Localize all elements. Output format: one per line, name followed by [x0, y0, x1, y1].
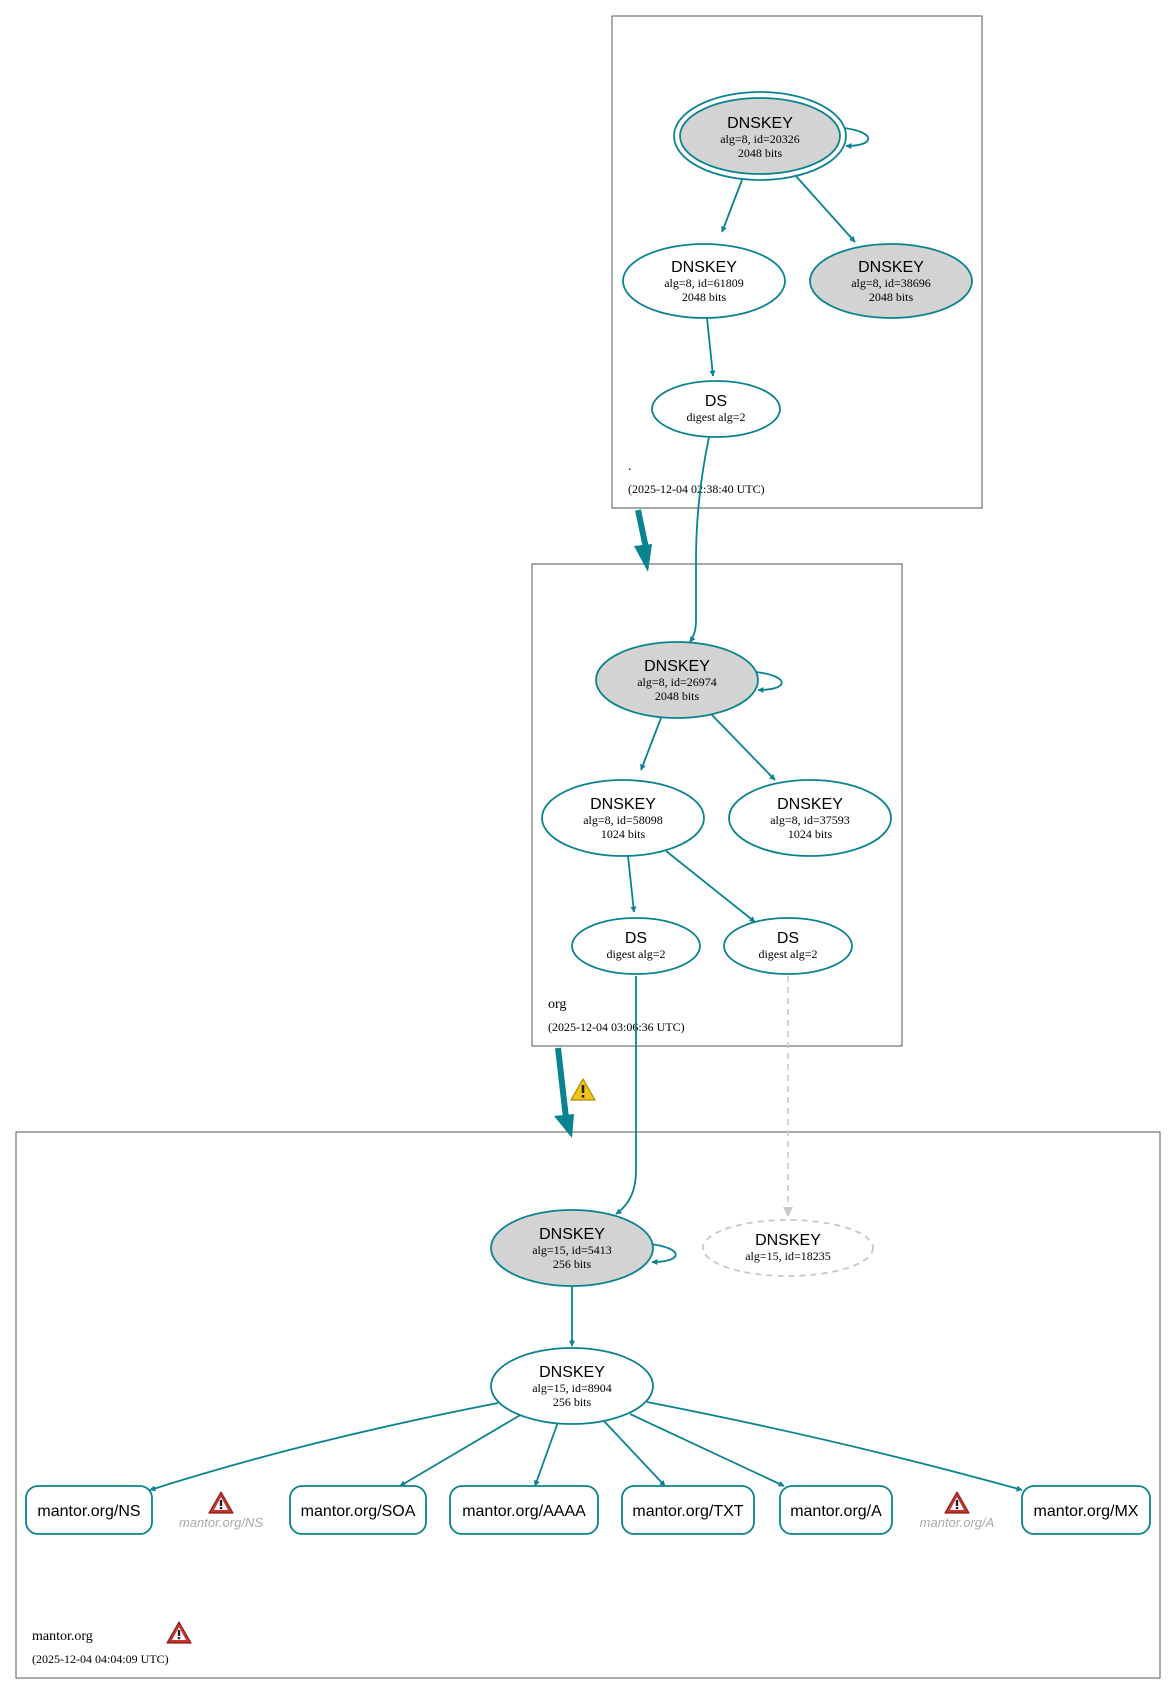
node-org-ksk-line2: 2048 bits — [655, 689, 700, 703]
node-mantor-ksk-title: DNSKEY — [539, 1226, 605, 1243]
record-mx-label: mantor.org/MX — [1034, 1503, 1139, 1520]
node-org-ds2[interactable]: DS digest alg=2 — [723, 917, 853, 975]
zone-root-timestamp: (2025-12-04 02:38:40 UTC) — [628, 482, 765, 496]
node-root-zsk1-title: DNSKEY — [671, 259, 737, 276]
node-root-zsk1[interactable]: DNSKEY alg=8, id=61809 2048 bits — [622, 243, 786, 319]
node-org-zsk1-line2: 1024 bits — [601, 827, 646, 841]
record-aaaa-label: mantor.org/AAAA — [462, 1503, 586, 1520]
node-root-zsk2-title: DNSKEY — [858, 259, 924, 276]
edge-zsk-aaaa — [534, 1421, 559, 1487]
node-root-zsk1-line1: alg=8, id=61809 — [664, 276, 744, 290]
node-mantor-ksk-line2: 256 bits — [553, 1257, 592, 1271]
record-ns[interactable]: mantor.org/NS — [25, 1485, 153, 1535]
record-soa[interactable]: mantor.org/SOA — [289, 1485, 427, 1535]
zone-mantor-timestamp: (2025-12-04 04:04:09 UTC) — [32, 1652, 169, 1666]
delegation-root-org — [634, 509, 652, 572]
edge-org-ds1-mantor-ksk — [615, 976, 637, 1215]
edge-org-ksk-zsk1 — [640, 717, 662, 771]
warning-yellow-icon[interactable] — [570, 1078, 596, 1101]
node-root-ds-title: DS — [705, 393, 727, 410]
node-mantor-ksk[interactable]: DNSKEY alg=15, id=5413 256 bits — [490, 1209, 654, 1287]
node-mantor-ksk-line1: alg=15, id=5413 — [532, 1243, 612, 1257]
record-mx[interactable]: mantor.org/MX — [1021, 1485, 1151, 1535]
node-root-zsk2[interactable]: DNSKEY alg=8, id=38696 2048 bits — [809, 243, 973, 319]
node-root-ksk[interactable]: DNSKEY alg=8, id=20326 2048 bits — [673, 91, 847, 181]
node-org-ksk[interactable]: DNSKEY alg=8, id=26974 2048 bits — [595, 641, 759, 719]
edge-zsk-mx — [646, 1401, 1023, 1492]
edge-root-ksk-zsk1 — [721, 179, 743, 233]
node-mantor-zsk-line2: 256 bits — [553, 1395, 592, 1409]
zone-mantor: mantor.org (2025-12-04 04:04:09 UTC) — [15, 1131, 1161, 1679]
node-root-ksk-line1: alg=8, id=20326 — [720, 132, 800, 146]
edge-org-ksk-zsk2 — [710, 713, 776, 781]
node-org-ksk-title: DNSKEY — [644, 658, 710, 675]
zone-root: . (2025-12-04 02:38:40 UTC) — [611, 15, 983, 509]
zone-root-name: . — [628, 459, 632, 474]
edge-org-zsk1-ds2 — [665, 850, 756, 923]
node-org-zsk1-line1: alg=8, id=58098 — [583, 813, 663, 827]
node-org-ksk-line1: alg=8, id=26974 — [637, 675, 717, 689]
node-mantor-zsk[interactable]: DNSKEY alg=15, id=8904 256 bits — [490, 1347, 654, 1425]
node-root-ds-line1: digest alg=2 — [686, 410, 745, 424]
zone-org: org (2025-12-04 03:06:36 UTC) — [531, 563, 903, 1047]
edge-org-zsk1-ds1 — [627, 855, 637, 913]
edge-zsk-a — [629, 1413, 785, 1487]
node-root-ksk-line2: 2048 bits — [738, 146, 783, 160]
warning-a-icon[interactable] — [944, 1491, 970, 1514]
node-org-zsk2[interactable]: DNSKEY alg=8, id=37593 1024 bits — [728, 779, 892, 857]
record-a-label: mantor.org/A — [790, 1503, 882, 1520]
zone-org-name: org — [548, 997, 566, 1012]
delegation-org-mantor — [554, 1047, 574, 1138]
node-mantor-missing-title: DNSKEY — [755, 1232, 821, 1249]
warning-a-label: mantor.org/A — [920, 1515, 995, 1530]
record-txt[interactable]: mantor.org/TXT — [621, 1485, 755, 1535]
edge-zsk-soa — [399, 1413, 523, 1487]
node-org-ds2-line1: digest alg=2 — [758, 947, 817, 961]
node-org-ds2-title: DS — [777, 930, 799, 947]
edge-mantor-ksk-self — [649, 1243, 677, 1265]
node-root-zsk2-line2: 2048 bits — [869, 290, 914, 304]
edge-zsk-txt — [602, 1419, 666, 1487]
node-org-zsk2-line1: alg=8, id=37593 — [770, 813, 850, 827]
node-org-ds1-line1: digest alg=2 — [606, 947, 665, 961]
node-root-ksk-title: DNSKEY — [727, 115, 793, 132]
record-soa-label: mantor.org/SOA — [301, 1503, 416, 1520]
node-org-ds1-title: DS — [625, 930, 647, 947]
node-org-zsk2-title: DNSKEY — [777, 796, 843, 813]
edge-org-ksk-self — [755, 671, 783, 693]
node-root-zsk1-line2: 2048 bits — [682, 290, 727, 304]
edge-root-ds-org-ksk — [689, 436, 710, 643]
node-org-ds1[interactable]: DS digest alg=2 — [571, 917, 701, 975]
node-org-zsk1[interactable]: DNSKEY alg=8, id=58098 1024 bits — [541, 779, 705, 857]
record-a[interactable]: mantor.org/A — [779, 1485, 893, 1535]
edge-root-ksk-zsk2 — [794, 174, 856, 243]
warning-ns-label: mantor.org/NS — [179, 1515, 263, 1530]
node-org-zsk1-title: DNSKEY — [590, 796, 656, 813]
node-mantor-zsk-line1: alg=15, id=8904 — [532, 1381, 612, 1395]
node-root-zsk2-line1: alg=8, id=38696 — [851, 276, 931, 290]
node-mantor-missing[interactable]: DNSKEY alg=15, id=18235 — [702, 1219, 874, 1277]
edge-root-zsk1-ds — [706, 317, 716, 377]
node-mantor-zsk-title: DNSKEY — [539, 1364, 605, 1381]
warning-zone-mantor-icon[interactable] — [166, 1621, 192, 1644]
record-txt-label: mantor.org/TXT — [632, 1503, 743, 1520]
node-root-ds[interactable]: DS digest alg=2 — [651, 380, 781, 438]
zone-mantor-name: mantor.org — [32, 1629, 93, 1644]
edge-root-ksk-self — [843, 127, 869, 149]
warning-ns-icon[interactable] — [208, 1491, 234, 1514]
node-mantor-missing-line1: alg=15, id=18235 — [745, 1249, 831, 1263]
record-aaaa[interactable]: mantor.org/AAAA — [449, 1485, 599, 1535]
record-ns-label: mantor.org/NS — [37, 1503, 140, 1520]
edge-zsk-ns — [149, 1402, 499, 1492]
zone-org-timestamp: (2025-12-04 03:06:36 UTC) — [548, 1020, 685, 1034]
node-org-zsk2-line2: 1024 bits — [788, 827, 833, 841]
